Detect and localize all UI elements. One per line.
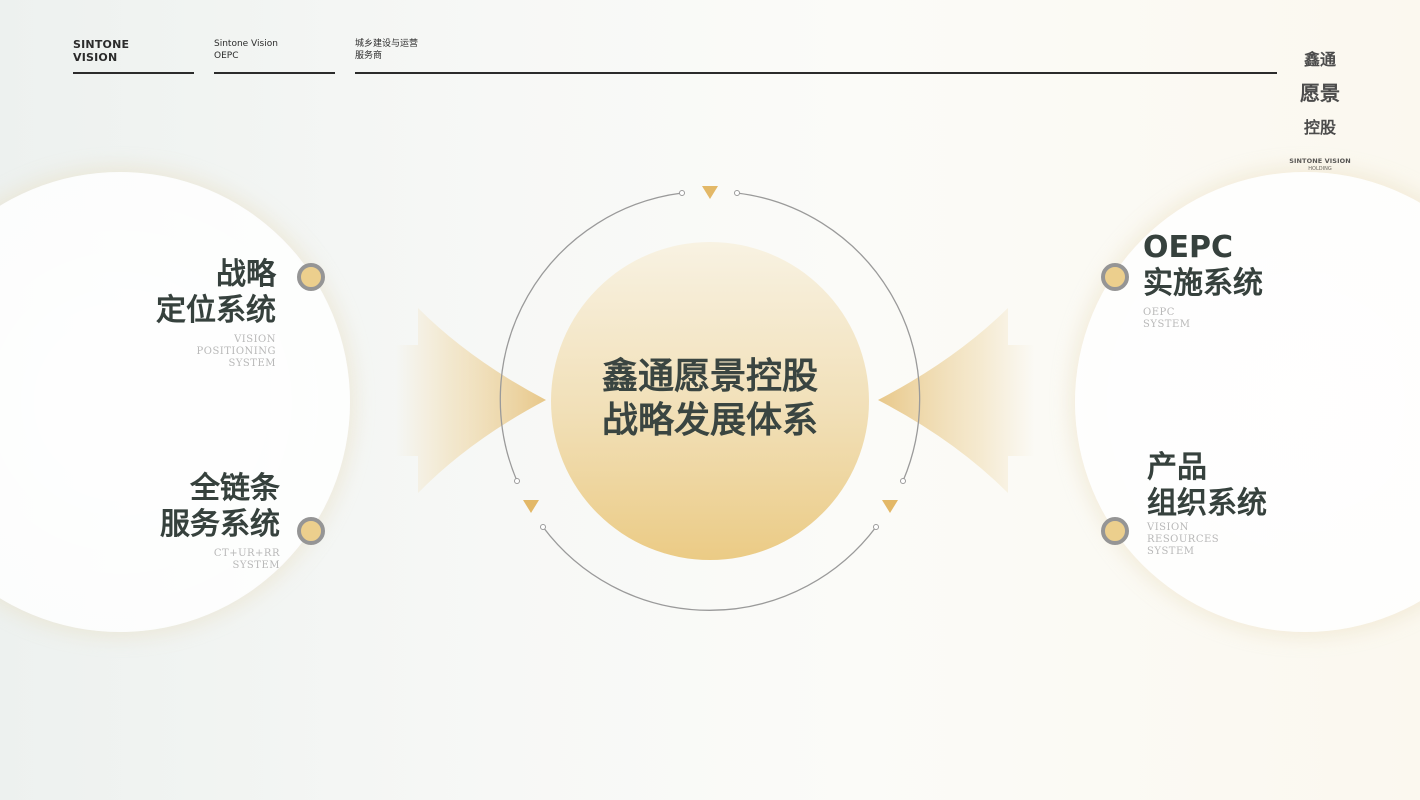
logo-en-text: SINTONE VISION bbox=[1289, 157, 1351, 165]
logo-cn-line-2: 愿景 bbox=[1300, 81, 1340, 105]
header-divider-1 bbox=[73, 72, 194, 74]
logo-cn-line-3: 控股 bbox=[1303, 118, 1336, 137]
ring-node bbox=[900, 478, 906, 484]
ring-node bbox=[514, 478, 520, 484]
strategy-system-title: 战略 定位系统 bbox=[156, 257, 276, 328]
header-divider-3 bbox=[355, 72, 1277, 74]
strategy-dot-icon bbox=[297, 263, 325, 291]
logo-cn-text: 鑫通 愿景 控股 bbox=[1280, 34, 1360, 153]
strategy-system-subtitle: VISION POSITIONING SYSTEM bbox=[196, 334, 276, 369]
header-brand: SINTONE VISION bbox=[73, 38, 130, 64]
left-arrow-shape bbox=[395, 308, 546, 493]
ring-node bbox=[734, 190, 740, 196]
center-title: 鑫通愿景控股 战略发展体系 bbox=[601, 356, 818, 441]
ring-arc-right bbox=[736, 192, 921, 482]
ring-arc-left bbox=[499, 192, 683, 482]
service-dot-icon bbox=[297, 517, 325, 545]
ring-node bbox=[873, 524, 879, 530]
logo-cn-line-1: 鑫通 bbox=[1303, 50, 1336, 69]
right-arrow-shape bbox=[878, 308, 1035, 493]
product-system-subtitle: VISION RESOURCES SYSTEM bbox=[1147, 522, 1220, 557]
header-divider-2 bbox=[214, 72, 335, 74]
product-dot-icon bbox=[1101, 517, 1129, 545]
header-item-service: 城乡建设与运营 服务商 bbox=[355, 39, 419, 61]
oepc-dot-icon bbox=[1101, 263, 1129, 291]
oepc-system-title: OEPC 实施系统 bbox=[1143, 230, 1263, 301]
service-system-title: 全链条 服务系统 bbox=[160, 471, 280, 542]
logo-en-subtext: HOLDING bbox=[1308, 166, 1332, 172]
header-item-oepc: Sintone Vision OEPC bbox=[214, 39, 278, 61]
oepc-system-subtitle: OEPC SYSTEM bbox=[1143, 307, 1191, 330]
triangle-marker-left bbox=[523, 500, 539, 513]
company-logo: 鑫通 愿景 控股 SINTONE VISION HOLDING bbox=[1280, 34, 1360, 172]
triangle-marker-top bbox=[702, 186, 718, 199]
ring-node bbox=[540, 524, 546, 530]
service-system-subtitle: CT+UR+RR SYSTEM bbox=[213, 548, 280, 571]
ring-arc-bottom bbox=[542, 526, 877, 611]
ring-node bbox=[679, 190, 685, 196]
triangle-marker-right bbox=[882, 500, 898, 513]
product-system-title: 产品 组织系统 bbox=[1147, 450, 1267, 521]
center-disc bbox=[551, 242, 869, 560]
